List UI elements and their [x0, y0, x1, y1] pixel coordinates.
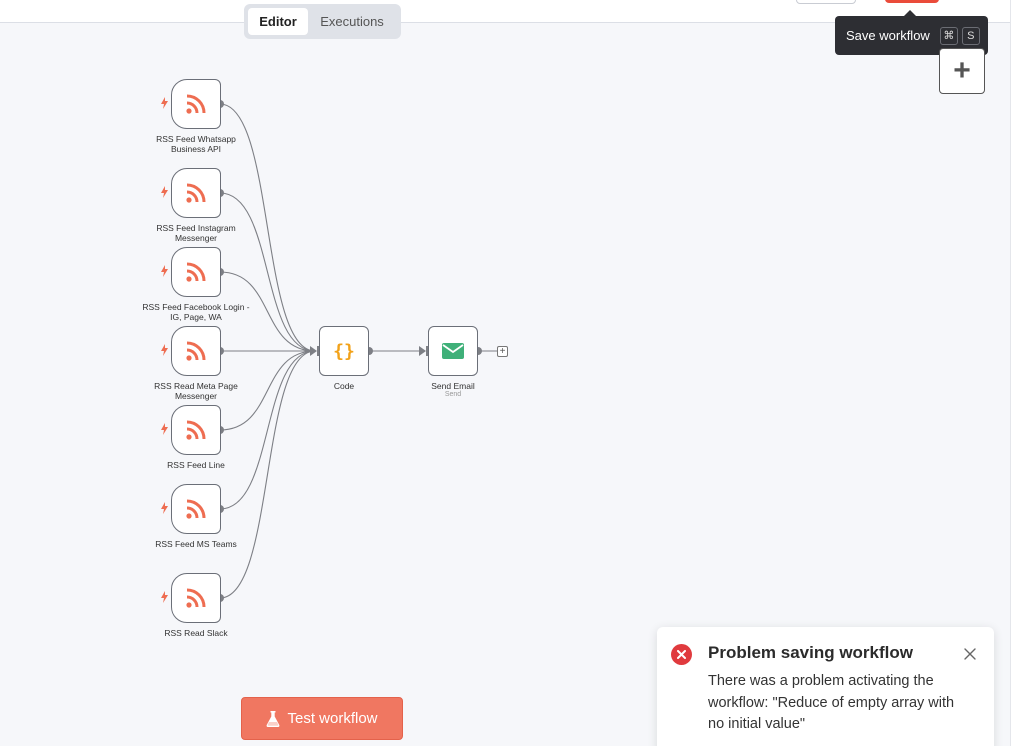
flask-icon [267, 710, 280, 727]
connection-instagram-code [219, 192, 316, 352]
trigger-bolt-icon [161, 97, 168, 109]
envelope-icon [442, 343, 464, 359]
node-label: RSS Read Meta Page Messenger [154, 381, 238, 401]
node-rss-read-meta-page[interactable] [171, 326, 221, 376]
node-code[interactable]: {} [319, 326, 369, 376]
connection-whatsapp-code [219, 103, 316, 352]
toast-title: Problem saving workflow [708, 643, 913, 662]
right-panel-edge [1010, 0, 1024, 746]
node-rss-feed-whatsapp[interactable] [171, 79, 221, 129]
cmd-key: ⌘ [939, 26, 958, 45]
connection-facebook-code [219, 271, 316, 352]
s-key: S [961, 26, 980, 45]
error-toast: Problem saving workflow There was a prob… [657, 627, 994, 746]
add-next-node-button[interactable]: + [497, 346, 508, 357]
node-rss-feed-instagram[interactable] [171, 168, 221, 218]
toast-message: There was a problem activating the workf… [708, 673, 955, 732]
rss-icon [186, 183, 206, 203]
trigger-bolt-icon [161, 265, 168, 277]
node-subtitle: Send [444, 391, 462, 398]
rss-icon [186, 341, 206, 361]
rss-icon [186, 588, 206, 608]
arrowhead-email [419, 346, 426, 356]
trigger-bolt-icon [161, 502, 168, 514]
rss-icon [186, 420, 206, 440]
connection-ms-teams-code [219, 350, 316, 510]
save-button[interactable] [885, 0, 939, 3]
tab-executions[interactable]: Executions [320, 14, 384, 29]
svg-text:{}: {} [333, 341, 355, 362]
node-label: RSS Feed Instagram Messenger [156, 223, 236, 243]
node-label: Send Email [431, 381, 475, 391]
tooltip-arrow [904, 10, 916, 16]
arrowhead-code [310, 346, 317, 356]
node-label: RSS Feed Whatsapp Business API [156, 134, 236, 154]
rss-icon [186, 262, 206, 282]
node-label: RSS Feed Facebook Login - IG, Page, WA [142, 302, 250, 322]
connection-slack-code [219, 350, 316, 599]
node-label: RSS Read Slack [164, 628, 228, 638]
test-workflow-button[interactable]: Test workflow [241, 697, 403, 740]
trigger-bolt-icon [161, 186, 168, 198]
rss-icon [186, 94, 206, 114]
input-handle-email [426, 346, 429, 356]
node-rss-feed-ms-teams[interactable] [171, 484, 221, 534]
node-rss-feed-facebook[interactable] [171, 247, 221, 297]
node-label: RSS Feed Line [167, 460, 225, 470]
trigger-bolt-icon [161, 423, 168, 435]
tooltip-text: Save workflow [846, 28, 930, 43]
error-icon [671, 644, 692, 665]
close-icon[interactable] [962, 646, 978, 662]
trigger-bolt-icon [161, 591, 168, 603]
node-send-email[interactable] [428, 326, 478, 376]
code-braces-icon: {} [333, 341, 355, 362]
connection-line-code [219, 350, 316, 431]
tab-editor[interactable]: Editor [248, 8, 308, 35]
add-node-button[interactable]: + [939, 48, 985, 94]
plus-icon: + [953, 54, 971, 87]
node-rss-feed-line[interactable] [171, 405, 221, 455]
view-tabs: Editor Executions [244, 4, 401, 39]
input-handle-code [317, 346, 320, 356]
test-workflow-label: Test workflow [287, 710, 378, 727]
trigger-bolt-icon [161, 344, 168, 356]
rss-icon [186, 499, 206, 519]
node-label: Code [333, 381, 355, 391]
node-label: RSS Feed MS Teams [155, 539, 237, 549]
node-rss-read-slack[interactable] [171, 573, 221, 623]
